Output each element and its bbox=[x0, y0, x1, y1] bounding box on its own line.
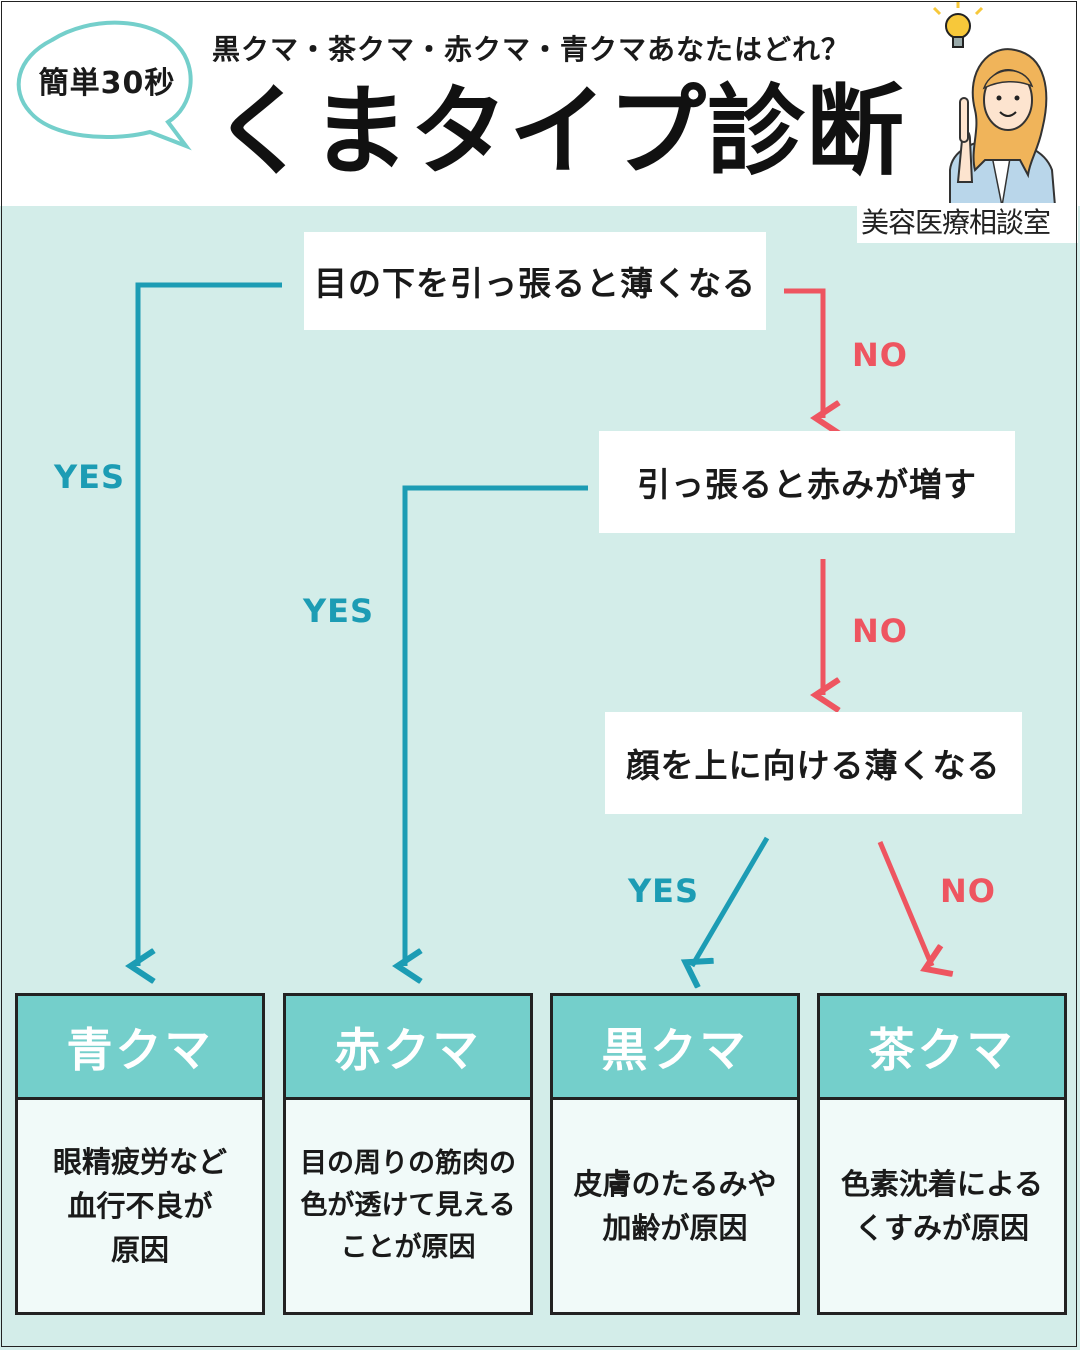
question-3-text: 顔を上に向ける薄くなる bbox=[626, 746, 1001, 785]
result-line: 皮膚のたるみや bbox=[573, 1167, 777, 1201]
result-description: 色素沈着による くすみが原因 bbox=[820, 1100, 1064, 1312]
yes-label-2: YES bbox=[303, 592, 375, 630]
question-2: 引っ張ると赤みが増す bbox=[599, 431, 1015, 533]
speech-bubble bbox=[16, 20, 193, 151]
no-arrow-1 bbox=[784, 288, 823, 418]
result-line: 血行不良が bbox=[67, 1189, 213, 1223]
woman-pointing-illustration bbox=[932, 2, 1057, 207]
result-title: 赤クマ bbox=[286, 996, 530, 1100]
no-arrow-3 bbox=[877, 841, 932, 966]
no-label-1: NO bbox=[852, 336, 908, 374]
question-1-text: 目の下を引っ張ると薄くなる bbox=[314, 264, 756, 303]
result-line: 原因 bbox=[110, 1233, 169, 1267]
result-title: 黒クマ bbox=[553, 996, 797, 1100]
question-2-text: 引っ張ると赤みが増す bbox=[637, 465, 977, 504]
result-line: 目の周りの筋肉の bbox=[300, 1148, 516, 1179]
page-title: くまタイプ診断 bbox=[212, 75, 906, 189]
yes-label-1: YES bbox=[54, 458, 126, 496]
result-line: 加齢が原因 bbox=[602, 1211, 748, 1245]
result-line: くすみが原因 bbox=[854, 1211, 1029, 1245]
yes-arrow-1 bbox=[138, 282, 282, 966]
result-line: ことが原因 bbox=[340, 1232, 476, 1263]
subtitle: 黒クマ・茶クマ・赤クマ・青クマあなたはどれ？ bbox=[212, 33, 851, 66]
result-line: 色素沈着による bbox=[840, 1167, 1044, 1201]
result-description: 皮膚のたるみや 加齢が原因 bbox=[553, 1100, 797, 1312]
lightbulb-icon bbox=[932, 2, 984, 48]
result-card-brown-bear: 茶クマ 色素沈着による くすみが原因 bbox=[817, 993, 1067, 1315]
result-description: 眼精疲労など 血行不良が 原因 bbox=[18, 1100, 262, 1312]
result-line: 色が透けて見える bbox=[300, 1190, 516, 1221]
no-label-2: NO bbox=[852, 612, 908, 650]
badge-text: 簡単30秒 bbox=[38, 66, 176, 101]
yes-arrow-3 bbox=[692, 836, 770, 966]
result-line: 眼精疲労など bbox=[52, 1145, 227, 1179]
result-card-black-bear: 黒クマ 皮膚のたるみや 加齢が原因 bbox=[550, 993, 800, 1315]
result-title: 青クマ bbox=[18, 996, 262, 1100]
result-description: 目の周りの筋肉の 色が透けて見える ことが原因 bbox=[286, 1100, 530, 1312]
no-label-3: NO bbox=[940, 872, 996, 910]
result-card-red-bear: 赤クマ 目の周りの筋肉の 色が透けて見える ことが原因 bbox=[283, 993, 533, 1315]
question-3: 顔を上に向ける薄くなる bbox=[605, 712, 1022, 814]
result-title: 茶クマ bbox=[820, 996, 1064, 1100]
clinic-name: 美容医療相談室 bbox=[857, 203, 1078, 243]
yes-label-3: YES bbox=[628, 872, 700, 910]
result-card-blue-bear: 青クマ 眼精疲労など 血行不良が 原因 bbox=[15, 993, 265, 1315]
question-1: 目の下を引っ張ると薄くなる bbox=[304, 232, 766, 330]
yes-arrow-2 bbox=[405, 485, 588, 966]
